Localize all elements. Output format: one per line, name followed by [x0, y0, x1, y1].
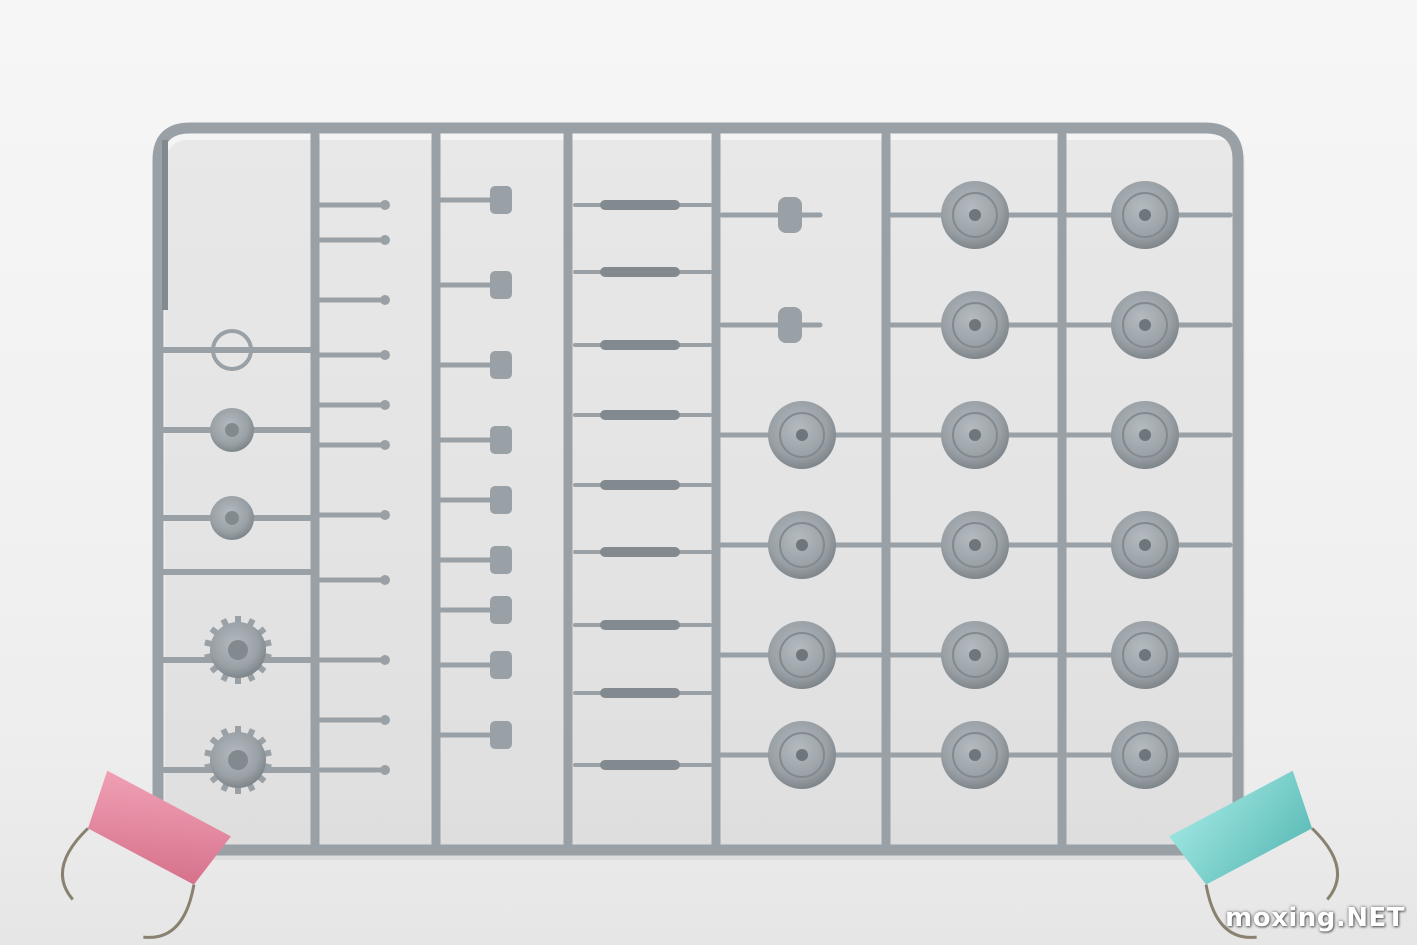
rod-part: [600, 267, 680, 277]
rod-part: [600, 410, 680, 420]
rod-part: [600, 480, 680, 490]
small-part: [490, 546, 512, 574]
sprocket-tooth: [235, 785, 241, 794]
sprocket-tooth: [235, 675, 241, 684]
clip-wire: [1204, 827, 1340, 939]
road-wheel-hub: [1139, 649, 1151, 661]
road-wheel-rim: [779, 632, 825, 678]
pink-binder-clip: [60, 770, 231, 939]
sprocket-hub: [228, 640, 248, 660]
road-wheel-hub: [1139, 539, 1151, 551]
road-wheel-rim: [779, 412, 825, 458]
road-wheel-hub: [1139, 749, 1151, 761]
small-part: [380, 510, 390, 520]
rod-part: [600, 340, 680, 350]
road-wheel-rim: [952, 522, 998, 568]
road-wheel-rim: [1122, 522, 1168, 568]
watermark-text: moxing.NET: [1225, 903, 1405, 933]
small-part: [490, 486, 512, 514]
binder-clips: [60, 770, 1340, 939]
road-wheel-hub: [796, 749, 808, 761]
small-part: [380, 350, 390, 360]
rod-part: [600, 620, 680, 630]
rod-part: [600, 688, 680, 698]
clip-wire: [60, 827, 196, 939]
small-part: [380, 575, 390, 585]
rod-part: [600, 547, 680, 557]
road-wheel-hub: [796, 649, 808, 661]
road-wheel-hub: [969, 209, 981, 221]
sprue-parts: [204, 181, 1233, 794]
small-part: [380, 765, 390, 775]
rod-part: [600, 760, 680, 770]
road-wheel-hub: [969, 749, 981, 761]
small-part: [490, 271, 512, 299]
small-part: [380, 295, 390, 305]
clip-body: [1169, 770, 1313, 885]
road-wheel-rim: [952, 302, 998, 348]
road-wheel-hub: [969, 319, 981, 331]
small-part: [490, 596, 512, 624]
road-wheel-rim: [952, 192, 998, 238]
sprocket-tooth: [235, 616, 241, 625]
sprue-shadow: [165, 140, 1245, 860]
clip-body: [87, 770, 231, 885]
disc-hub: [225, 423, 239, 437]
outer-runner: [152, 122, 1244, 856]
small-part: [380, 400, 390, 410]
road-wheel-rim: [779, 732, 825, 778]
road-wheel-hub: [969, 539, 981, 551]
road-wheel-hub: [969, 429, 981, 441]
road-wheel-rim: [952, 632, 998, 678]
small-part: [490, 426, 512, 454]
road-wheel-hub: [1139, 319, 1151, 331]
road-wheel-hub: [1139, 429, 1151, 441]
road-wheel-rim: [1122, 732, 1168, 778]
road-wheel-hub: [796, 429, 808, 441]
small-part: [380, 200, 390, 210]
small-part: [778, 197, 802, 233]
road-wheel-rim: [1122, 632, 1168, 678]
frame-shadow: [165, 140, 1245, 860]
road-wheel-rim: [952, 732, 998, 778]
small-part: [778, 307, 802, 343]
road-wheel-hub: [796, 539, 808, 551]
small-part: [380, 440, 390, 450]
ring-part: [211, 329, 253, 371]
road-wheel-rim: [1122, 192, 1168, 238]
road-wheel-rim: [779, 522, 825, 568]
road-wheel-rim: [952, 412, 998, 458]
small-part: [380, 655, 390, 665]
road-wheel-rim: [1122, 412, 1168, 458]
sprocket-hub: [228, 750, 248, 770]
road-wheel-hub: [969, 649, 981, 661]
small-part: [490, 651, 512, 679]
road-wheel-hub: [1139, 209, 1151, 221]
small-part: [380, 715, 390, 725]
small-part: [490, 721, 512, 749]
small-part: [490, 351, 512, 379]
small-part: [380, 235, 390, 245]
teal-binder-clip: [1169, 770, 1340, 939]
road-wheel-rim: [1122, 302, 1168, 348]
rod-part: [600, 200, 680, 210]
sprocket-tooth: [235, 726, 241, 735]
disc-hub: [225, 511, 239, 525]
small-part: [490, 186, 512, 214]
